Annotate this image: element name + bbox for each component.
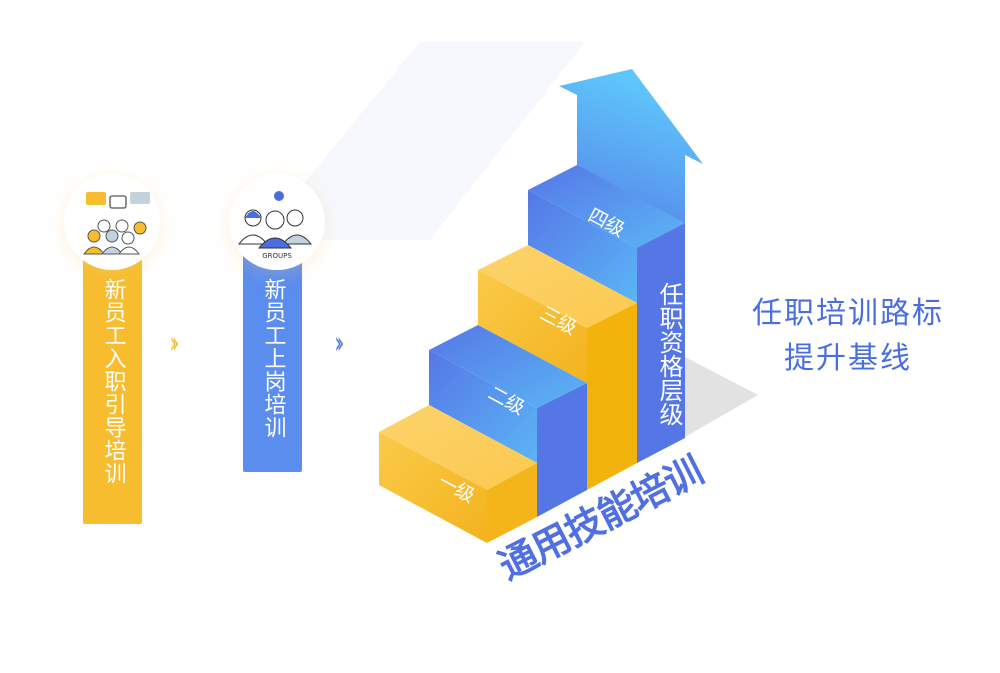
right-title-line-1: 任职培训路标	[752, 296, 944, 331]
background-shape	[290, 42, 585, 240]
step-1-top	[379, 405, 537, 490]
groups-icon	[237, 191, 313, 249]
shadow	[685, 357, 758, 437]
stage-onjob-bar: 新员工上岗培训	[243, 250, 302, 472]
stage-onboarding-icon-circle	[64, 174, 160, 270]
groups-caption: GROUPS	[262, 252, 292, 260]
step-2-front	[429, 350, 537, 463]
step-3-front	[478, 270, 587, 383]
step-4-top	[528, 165, 685, 248]
step-3-top	[478, 245, 637, 328]
right-title-line-2: 提升基线	[784, 341, 912, 376]
step-4-front	[528, 190, 637, 303]
stage-onjob-label: 新员工上岗培训	[260, 278, 286, 439]
step-3-side	[587, 303, 637, 490]
flow-arrow-2: ››	[334, 326, 345, 361]
stage-onboarding-bar: 新员工入职引导培训	[83, 250, 142, 524]
step-1-front	[379, 432, 487, 543]
stage-onjob-icon-circle: GROUPS	[229, 174, 325, 270]
step-1-side	[487, 463, 537, 543]
step-2-side	[537, 383, 587, 517]
step-4-side	[637, 223, 685, 463]
stage-onboarding-label: 新员工入职引导培训	[100, 278, 126, 485]
people-chat-icon	[83, 192, 150, 255]
step-2-top	[429, 325, 587, 408]
flow-arrow-1: ››	[169, 326, 180, 361]
qualification-level-label: 任职资格层级	[655, 282, 683, 426]
growth-arrow	[559, 69, 703, 248]
